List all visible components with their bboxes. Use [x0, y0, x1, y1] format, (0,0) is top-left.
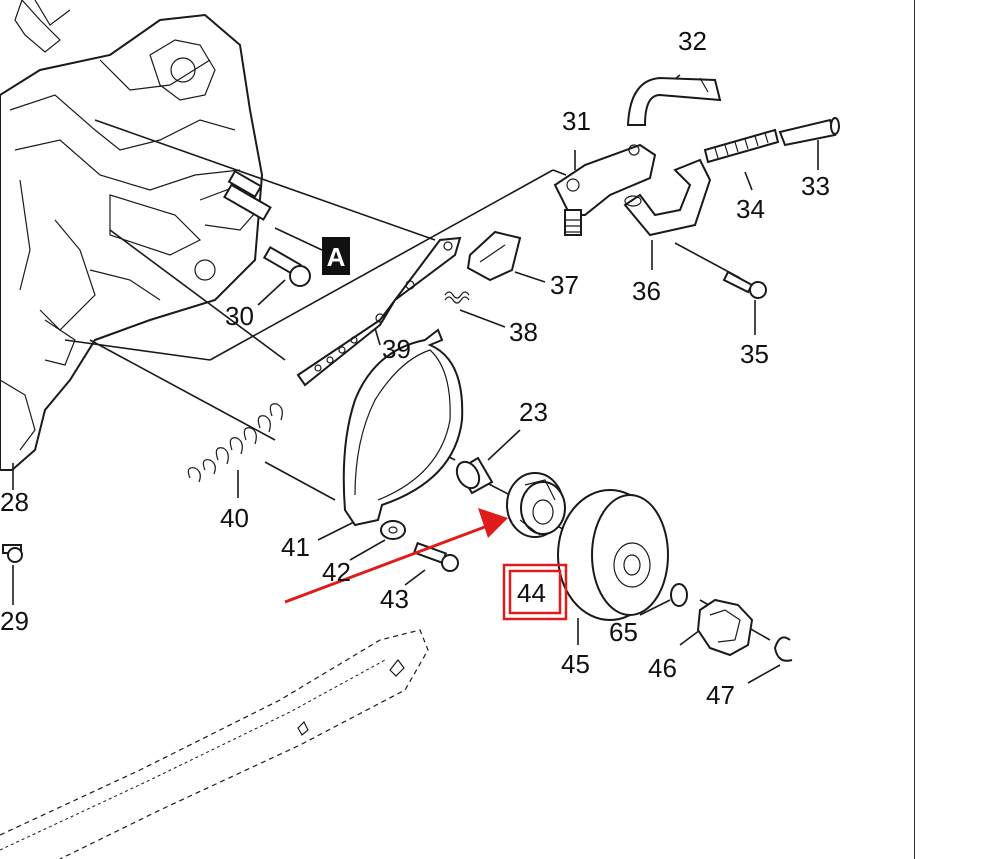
- label-36: 36: [632, 276, 661, 306]
- filter-33: [778, 117, 840, 147]
- oil-tube-36: [623, 158, 712, 237]
- oil-tube-32: [626, 76, 722, 126]
- label-32: 32: [678, 26, 707, 56]
- label-41: 41: [281, 532, 310, 562]
- annotation-arrow: [284, 508, 508, 604]
- label-29: 29: [0, 606, 29, 636]
- label-23: 23: [519, 397, 548, 427]
- section-marker-a: A: [322, 237, 350, 275]
- clutch-44: [506, 472, 566, 538]
- label-31: 31: [562, 106, 591, 136]
- screw-43: [412, 541, 459, 572]
- engine-housing: [0, 0, 264, 471]
- chain-brake-lever-39: [296, 236, 462, 387]
- label-46: 46: [648, 653, 677, 683]
- sprocket-46: [696, 598, 754, 657]
- housing-bolts: [223, 169, 272, 221]
- label-28: 28: [0, 487, 29, 517]
- label-30: 30: [225, 301, 254, 331]
- screw-35: [722, 270, 767, 299]
- bearing-23: [455, 456, 494, 495]
- highlight-box-44: [502, 563, 568, 621]
- label-47: 47: [706, 680, 735, 710]
- ring-65: [670, 583, 688, 607]
- spring-40: [187, 403, 283, 483]
- spring-38: [444, 291, 470, 304]
- clip-37: [466, 230, 522, 282]
- clutch-drum-45: [557, 489, 669, 621]
- washer-42: [380, 520, 406, 540]
- oil-pump-31: [553, 143, 657, 236]
- part-labels: 28 29 30 31 32 33 34 35 36 37 38 39 40 4…: [0, 26, 830, 710]
- e-clip-47: [773, 636, 793, 662]
- label-44: 44: [517, 578, 546, 608]
- label-45: 45: [561, 649, 590, 679]
- label-65: 65: [609, 617, 638, 647]
- label-43: 43: [380, 584, 409, 614]
- screw-29: [2, 544, 23, 563]
- right-side-panel: [914, 0, 998, 859]
- label-35: 35: [740, 339, 769, 369]
- label-34: 34: [736, 194, 765, 224]
- leader-lines: [12, 74, 819, 684]
- label-37: 37: [550, 270, 579, 300]
- guide-bar: [0, 629, 429, 859]
- section-marker-label: A: [327, 242, 346, 272]
- brake-band-41: [342, 328, 464, 527]
- label-38: 38: [509, 317, 538, 347]
- label-33: 33: [801, 171, 830, 201]
- label-40: 40: [220, 503, 249, 533]
- label-42: 42: [322, 557, 351, 587]
- screw-30: [262, 245, 311, 287]
- label-39: 39: [382, 334, 411, 364]
- oil-hose-34: [703, 128, 780, 164]
